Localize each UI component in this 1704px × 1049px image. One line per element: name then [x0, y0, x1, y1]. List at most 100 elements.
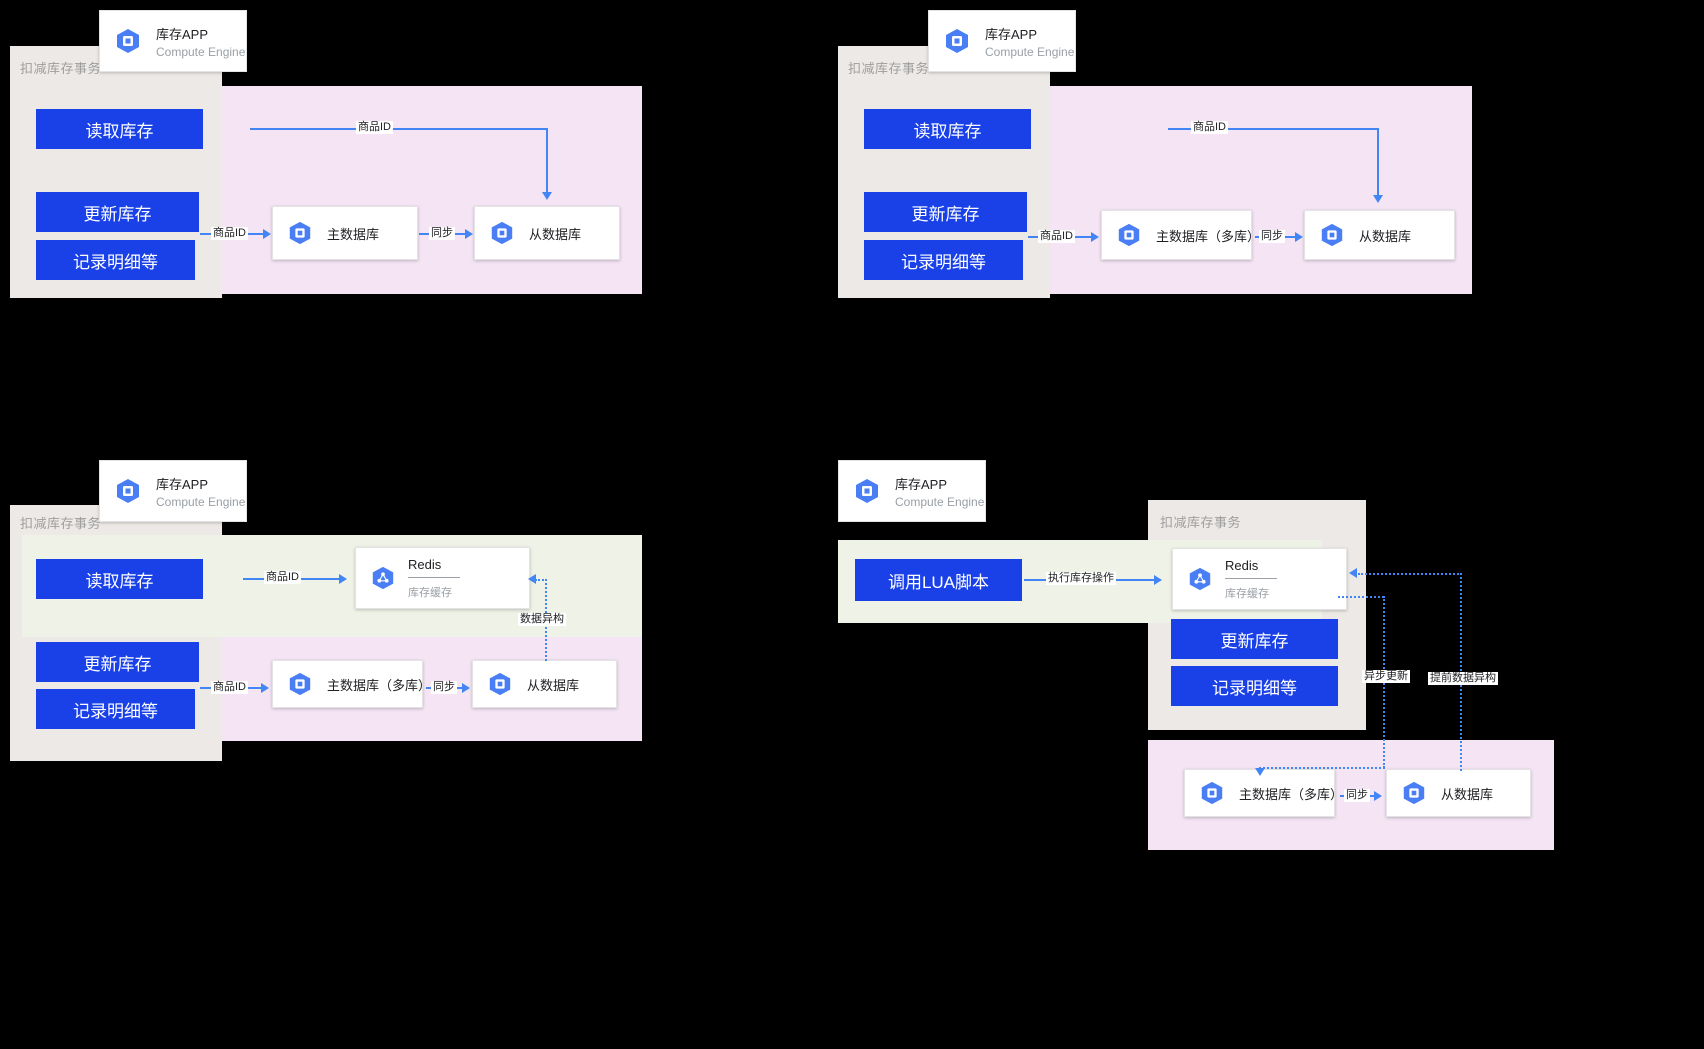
card-app-text: 库存APP Compute Engine — [985, 24, 1074, 59]
button-call-lua-script[interactable]: 调用LUA脚本 — [856, 560, 1021, 600]
button-record-detail[interactable]: 记录明细等 — [1172, 667, 1337, 705]
button-record-detail[interactable]: 记录明细等 — [37, 690, 194, 728]
edge-label-sync: 同步 — [1259, 230, 1285, 243]
purple-zone — [222, 86, 642, 294]
edge-read-to-slave-v — [1377, 128, 1379, 196]
group-title: 扣减库存事务 — [1160, 515, 1242, 530]
divider — [408, 576, 460, 578]
card-slave-db-title: 从数据库 — [529, 226, 582, 242]
edge-read-to-slave-h — [250, 128, 547, 130]
group-title: 扣减库存事务 — [848, 61, 930, 76]
card-app-title: 库存APP — [985, 26, 1038, 42]
card-slave-db: 从数据库 — [1304, 210, 1460, 265]
button-update-stock[interactable]: 更新库存 — [37, 193, 198, 231]
button-record-detail[interactable]: 记录明细等 — [37, 241, 194, 279]
diagram-lua-script-redis-async: 扣减库存事务 库存APP Compute Engine 调用LUA脚本 Redi… — [838, 455, 1704, 875]
card-redis-inner: Redis 库存缓存 — [1173, 558, 1346, 601]
card-master-db-multi-title: 主数据库（多库） — [1239, 786, 1344, 802]
edge-label-async-update: 异步更新 — [1362, 670, 1410, 683]
button-update-stock[interactable]: 更新库存 — [37, 643, 198, 681]
card-master-db-text: 主数据库 — [327, 224, 379, 243]
edge-label-sync: 同步 — [429, 227, 455, 240]
card-app-title: 库存APP — [895, 476, 948, 492]
button-read-stock[interactable]: 读取库存 — [37, 110, 202, 148]
card-redis-text: Redis 库存缓存 — [408, 557, 460, 600]
card-app: 库存APP Compute Engine — [99, 10, 252, 77]
edge-read-to-slave-h — [1168, 128, 1378, 130]
card-slave-db-text: 从数据库 — [527, 675, 579, 694]
edge-arrow-right — [462, 683, 470, 693]
edge-arrow-right — [339, 574, 347, 584]
diagram-single-master-single-slave: 扣减库存事务 库存APP Compute Engine 读取库存 更新库存 记录… — [0, 0, 700, 320]
card-redis-subtitle: 库存缓存 — [408, 586, 452, 599]
edge-arrow-right — [465, 229, 473, 239]
card-redis-inner: Redis 库存缓存 — [356, 557, 529, 600]
edge-arrow-down — [1373, 195, 1383, 203]
card-master-db-title: 主数据库 — [327, 226, 380, 242]
card-master-db-multi: 主数据库（多库） — [1101, 210, 1260, 265]
card-master-db-multi-title: 主数据库（多库） — [1156, 228, 1261, 244]
database-icon — [1199, 780, 1225, 806]
card-master-db-multi: 主数据库（多库） — [1184, 769, 1343, 822]
edge-label-data-hetero: 数据异构 — [518, 613, 566, 626]
button-update-stock[interactable]: 更新库存 — [1172, 620, 1337, 658]
edge-pre-hetero-h — [1358, 573, 1462, 575]
card-slave-db: 从数据库 — [474, 206, 620, 260]
card-slave-db-text: 从数据库 — [529, 224, 581, 243]
card-master-db-multi-text: 主数据库（多库） — [1239, 784, 1343, 803]
card-redis-text: Redis 库存缓存 — [1225, 558, 1277, 601]
edge-arrow-right — [1295, 232, 1303, 242]
card-app-subtitle: Compute Engine — [156, 44, 246, 59]
edge-label-exec-stock-op: 执行库存操作 — [1046, 572, 1116, 585]
edge-arrow-right — [1374, 791, 1382, 801]
edge-arrow-right — [261, 683, 269, 693]
button-read-stock[interactable]: 读取库存 — [865, 110, 1030, 148]
card-redis-subtitle: 库存缓存 — [1225, 587, 1269, 600]
edge-label-goods-id: 商品ID — [1191, 121, 1228, 134]
card-slave-db-text: 从数据库 — [1441, 784, 1493, 803]
edge-arrow-down — [542, 192, 552, 200]
edge-label-goods-id: 商品ID — [1038, 230, 1075, 243]
edge-data-hetero-h — [535, 579, 547, 581]
card-redis: Redis 库存缓存 — [355, 547, 530, 609]
card-master-db: 主数据库 — [272, 206, 418, 260]
edge-arrow-left — [528, 574, 536, 584]
card-app: 库存APP Compute Engine — [838, 460, 991, 527]
card-app-title: 库存APP — [156, 476, 209, 492]
database-icon — [487, 671, 513, 697]
card-app-subtitle: Compute Engine — [895, 494, 985, 509]
purple-zone — [1050, 86, 1472, 294]
edge-label-goods-id: 商品ID — [211, 681, 248, 694]
button-update-stock[interactable]: 更新库存 — [865, 193, 1026, 231]
database-icon — [1116, 222, 1142, 248]
database-icon — [1401, 780, 1427, 806]
edge-label-pre-hetero: 提前数据异构 — [1428, 672, 1498, 685]
card-slave-db-title: 从数据库 — [527, 677, 580, 693]
card-redis-title: Redis — [408, 556, 442, 572]
edge-read-to-slave-v — [546, 128, 548, 193]
group-title: 扣减库存事务 — [20, 61, 102, 76]
database-icon — [1319, 222, 1345, 248]
card-master-db-multi-text: 主数据库（多库） — [327, 675, 431, 694]
card-master-db-multi-text: 主数据库（多库） — [1156, 226, 1260, 245]
card-redis-title: Redis — [1225, 557, 1259, 573]
edge-label-sync: 同步 — [1344, 789, 1370, 802]
edge-label-goods-id: 商品ID — [264, 571, 301, 584]
divider — [1225, 577, 1277, 579]
compute-engine-icon — [943, 27, 971, 55]
edge-arrow-down — [1255, 768, 1265, 776]
button-read-stock[interactable]: 读取库存 — [37, 560, 202, 598]
button-record-detail[interactable]: 记录明细等 — [865, 241, 1022, 279]
card-redis: Redis 库存缓存 — [1172, 548, 1347, 610]
edge-arrow-right — [1154, 575, 1162, 585]
database-icon — [287, 220, 313, 246]
diagram-multi-master-single-slave: 扣减库存事务 库存APP Compute Engine 读取库存 更新库存 记录… — [838, 0, 1538, 320]
edge-label-goods-id: 商品ID — [211, 227, 248, 240]
database-icon — [489, 220, 515, 246]
card-slave-db: 从数据库 — [472, 660, 622, 713]
card-master-db-multi-title: 主数据库（多库） — [327, 677, 432, 693]
edge-label-goods-id: 商品ID — [356, 121, 393, 134]
card-app-text: 库存APP Compute Engine — [156, 474, 245, 509]
card-slave-db-title: 从数据库 — [1441, 786, 1494, 802]
compute-engine-icon — [853, 477, 881, 505]
